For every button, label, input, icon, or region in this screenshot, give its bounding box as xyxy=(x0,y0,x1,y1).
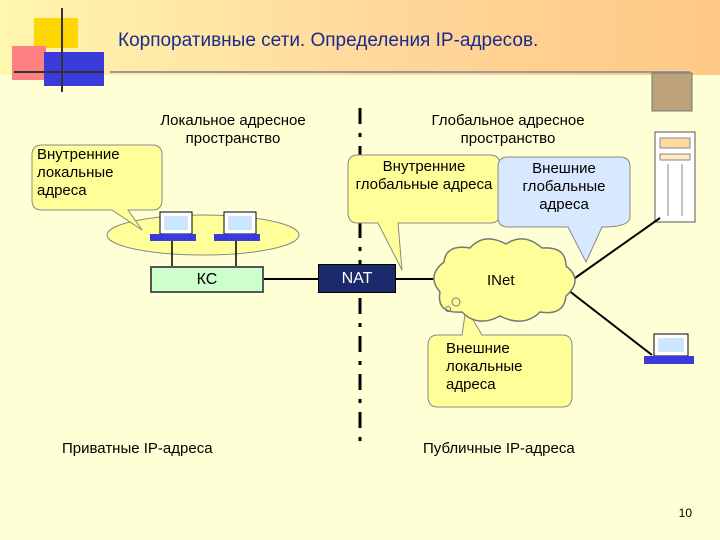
callout-internal-local xyxy=(31,144,163,231)
nat-box: NAT xyxy=(318,264,396,293)
internal-local-label: Внутренние локальные адреса xyxy=(37,146,120,199)
page-title: Корпоративные сети. Определения IP-адрес… xyxy=(118,30,539,51)
page-number: 10 xyxy=(678,506,692,520)
private-label: Приватные IP-адреса xyxy=(62,440,213,457)
ks-label: КС xyxy=(196,270,218,288)
public-label: Публичные IP-адреса xyxy=(423,440,575,457)
server-icon xyxy=(654,131,696,223)
corner-logo xyxy=(12,8,104,92)
callout-external-local xyxy=(427,306,573,408)
lan-computer-icon xyxy=(150,211,196,268)
inet-label: INet xyxy=(487,272,515,289)
corner-square xyxy=(651,72,693,112)
global-space-label: Глобальное адресное пространство xyxy=(431,112,585,147)
lan-computer-icon xyxy=(214,211,260,268)
nat-label: NAT xyxy=(341,269,373,287)
external-local-label: Внешние локальные адреса xyxy=(446,340,523,393)
ks-router: КС xyxy=(150,266,264,293)
callout-external-global xyxy=(497,156,631,264)
header-band xyxy=(0,0,720,75)
internal-global-label: Внутренние глобальные адреса xyxy=(355,158,493,193)
network-links xyxy=(262,217,661,356)
local-space-label: Локальное адресное пространство xyxy=(160,112,306,147)
remote-computer-icon xyxy=(644,333,694,364)
inet-cloud xyxy=(433,238,576,322)
external-global-label: Внешние глобальные адреса xyxy=(522,160,606,213)
